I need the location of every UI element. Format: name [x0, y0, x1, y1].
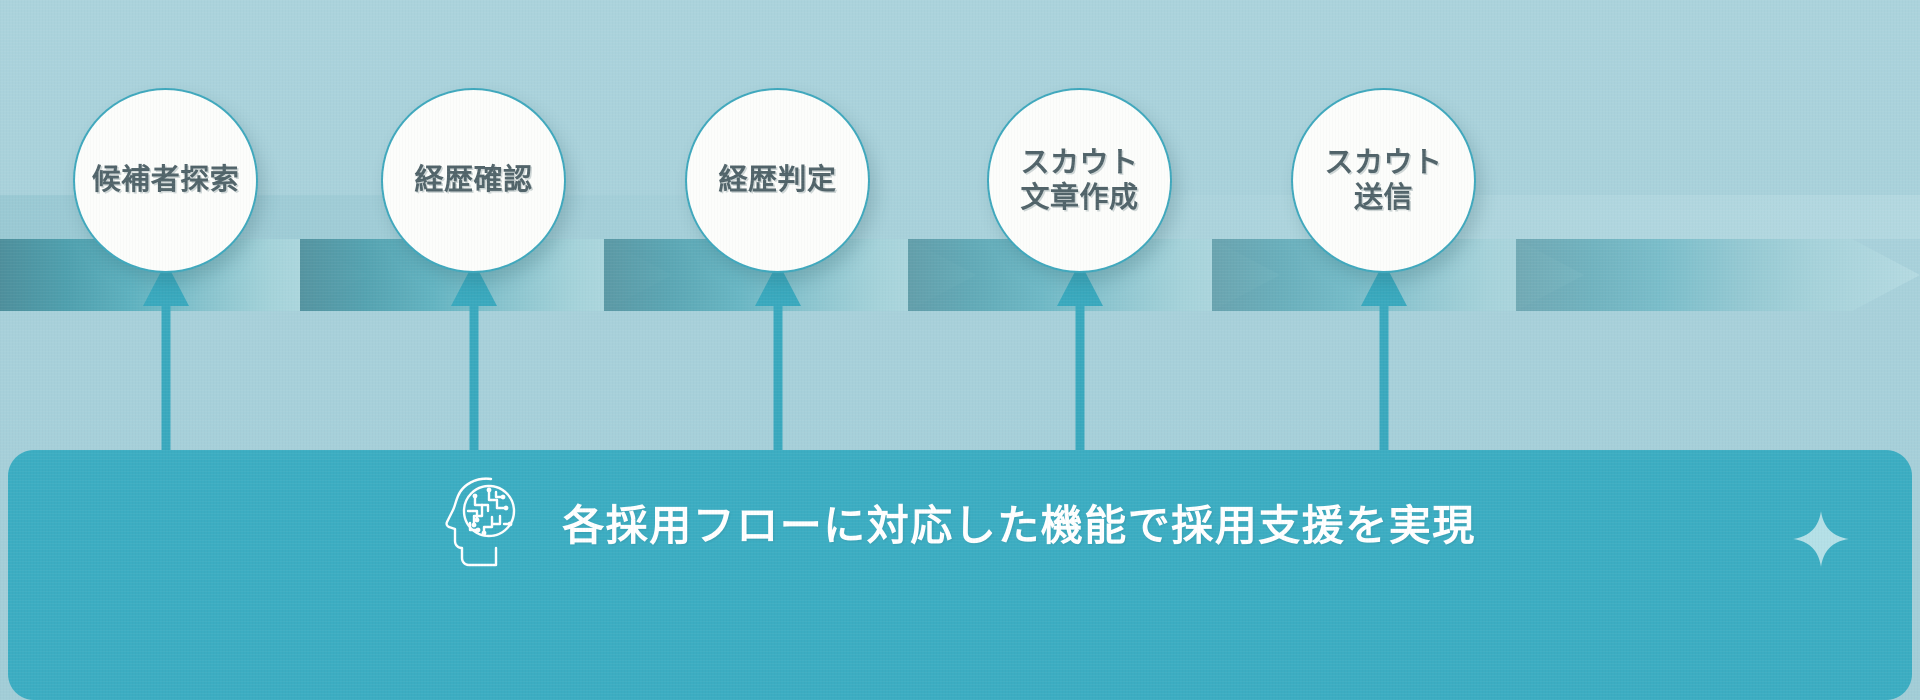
flow-step-label: 経歴確認: [414, 164, 533, 197]
flow-step-resume-check[interactable]: 経歴確認: [381, 88, 566, 273]
connector-step-3: [732, 262, 824, 459]
arrow-stem: [161, 304, 171, 459]
ai-brain-head-icon: [445, 477, 516, 567]
chevron-flow-band: [0, 195, 1920, 311]
arrow-stem: [469, 304, 479, 459]
summary-banner: 各採用フローに対応した機能で採用支援を実現: [8, 450, 1912, 700]
flow-step-label: スカウト 送信: [1324, 147, 1443, 214]
connector-step-4: [1034, 262, 1126, 459]
connector-step-5: [1338, 262, 1430, 459]
connector-step-1: [120, 262, 212, 459]
flow-step-label: 経歴判定: [718, 164, 837, 197]
flow-step-label: 候補者探索: [91, 164, 240, 197]
sparkle-icon: [1793, 511, 1849, 567]
flow-step-scout-writing[interactable]: スカウト 文章作成: [987, 88, 1172, 273]
arrow-stem: [1379, 304, 1389, 459]
arrow-stem: [773, 304, 783, 459]
flow-step-scout-send[interactable]: スカウト 送信: [1291, 88, 1476, 273]
flow-step-candidate-search[interactable]: 候補者探索: [73, 88, 258, 273]
arrow-stem: [1075, 304, 1085, 459]
flow-step-resume-judgement[interactable]: 経歴判定: [685, 88, 870, 273]
connector-step-2: [428, 262, 520, 459]
summary-headline: 各採用フローに対応した機能で採用支援を実現: [562, 502, 1476, 549]
flow-step-label: スカウト 文章作成: [1020, 147, 1139, 214]
